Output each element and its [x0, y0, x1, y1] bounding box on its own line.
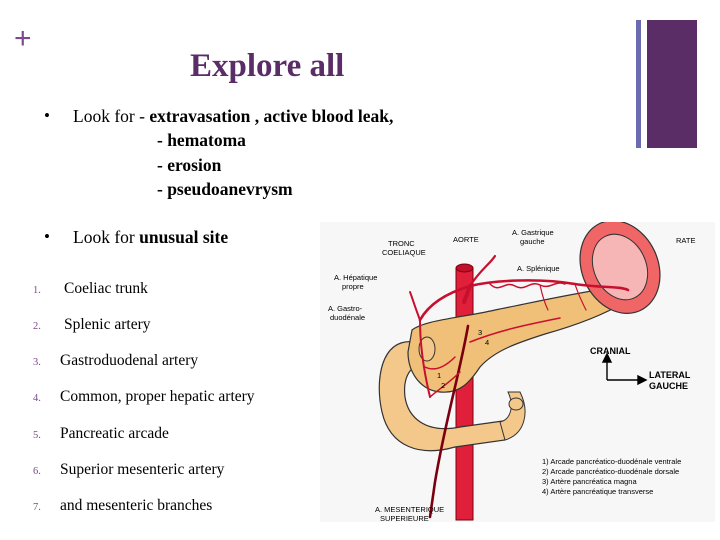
spleen-shape [579, 222, 661, 314]
list-item: 3. Gastroduodenal artery [0, 352, 320, 372]
label-mesenterique: A. MESENTERIQUE [375, 505, 444, 514]
list-text: Gastroduodenal artery [60, 352, 199, 369]
label-cranial: CRANIAL [590, 346, 631, 356]
bullet-2-text: Look for unusual site [73, 227, 228, 248]
slide-title: Explore all [190, 48, 345, 84]
list-number: 2. [33, 321, 41, 332]
bullet-1-lead: Look for - [73, 106, 150, 126]
list-item: 1. Coeliac trunk [0, 280, 320, 300]
list-number: 5. [33, 430, 41, 441]
label-gastroduodenale: A. Gastro- [328, 304, 363, 313]
legend-item: 1) Arcade pancréatico-duodénale ventrale [542, 457, 681, 466]
bullet-1-text: Look for - extravasation , active blood … [73, 106, 393, 127]
label-gastrique: A. Gastrique [512, 228, 554, 237]
bullet-1-sub: - erosion [157, 155, 222, 175]
label-lateral: LATERAL [649, 370, 691, 380]
label-tronc: COELIAQUE [382, 248, 426, 257]
list-item: 4. Common, proper hepatic artery [0, 388, 320, 408]
label-aorte: AORTE [453, 235, 479, 244]
arcade-number: 2 [441, 381, 445, 390]
bullet-1-bold: extravasation , active blood leak, [149, 106, 394, 126]
label-splenique: A. Splénique [517, 264, 560, 273]
orientation-arrows [601, 352, 648, 386]
legend-item: 4) Artère pancréatique transverse [542, 487, 653, 496]
aorta-top [455, 263, 474, 273]
label-gastroduodenale: duodénale [330, 313, 365, 322]
label-hepatique: propre [342, 282, 364, 291]
decor-bar-thick [647, 20, 697, 148]
label-rate: RATE [676, 236, 695, 245]
list-text: Coeliac trunk [64, 280, 148, 297]
bullet-2-lead: Look for [73, 227, 140, 247]
bullet-1-sub: - hematoma [157, 130, 246, 150]
plus-icon: + [14, 22, 32, 55]
list-number: 7. [33, 502, 41, 513]
label-gastrique: gauche [520, 237, 545, 246]
list-text: Pancreatic arcade [60, 425, 169, 442]
list-number: 6. [33, 466, 41, 477]
list-number: 3. [33, 357, 41, 368]
bullet-dot: • [44, 227, 50, 246]
duodenum-end [508, 397, 524, 411]
list-number: 1. [33, 285, 41, 296]
arcade-number: 4 [485, 338, 489, 347]
list-number: 4. [33, 393, 41, 404]
list-text: and mesenteric branches [60, 497, 213, 514]
legend-item: 2) Arcade pancréatico-duodénale dorsale [542, 467, 679, 476]
decor-bar-thin [636, 20, 641, 148]
pancreas-shape [407, 287, 629, 393]
list-text: Common, proper hepatic artery [60, 388, 255, 405]
list-item: 5. Pancreatic arcade [0, 425, 320, 445]
bullet-2-bold: unusual site [139, 227, 229, 247]
label-mesenterique: SUPERIEURE [380, 514, 429, 522]
list-text: Splenic artery [64, 316, 151, 333]
arcade-number: 3 [478, 328, 482, 337]
aorta-shape [455, 267, 474, 521]
duodenum-shape [378, 341, 511, 452]
bullet-dot: • [44, 106, 50, 125]
bullet-1-sub: - pseudoanevrysm [157, 179, 293, 199]
artery-lines [409, 254, 630, 519]
list-item: 6. Superior mesenteric artery [0, 461, 320, 481]
list-text: Superior mesenteric artery [60, 461, 225, 478]
list-item: 2. Splenic artery [0, 316, 320, 336]
arcade-number: 1 [437, 371, 441, 380]
label-lateral: GAUCHE [649, 381, 688, 391]
label-hepatique: A. Hépatique [334, 273, 377, 282]
anatomy-diagram: TRONC COELIAQUE AORTE A. Gastrique gauch… [320, 222, 715, 522]
legend-item: 3) Artère pancréatica magna [542, 477, 637, 486]
list-item: 7. and mesenteric branches [0, 497, 320, 517]
label-tronc: TRONC [388, 239, 415, 248]
